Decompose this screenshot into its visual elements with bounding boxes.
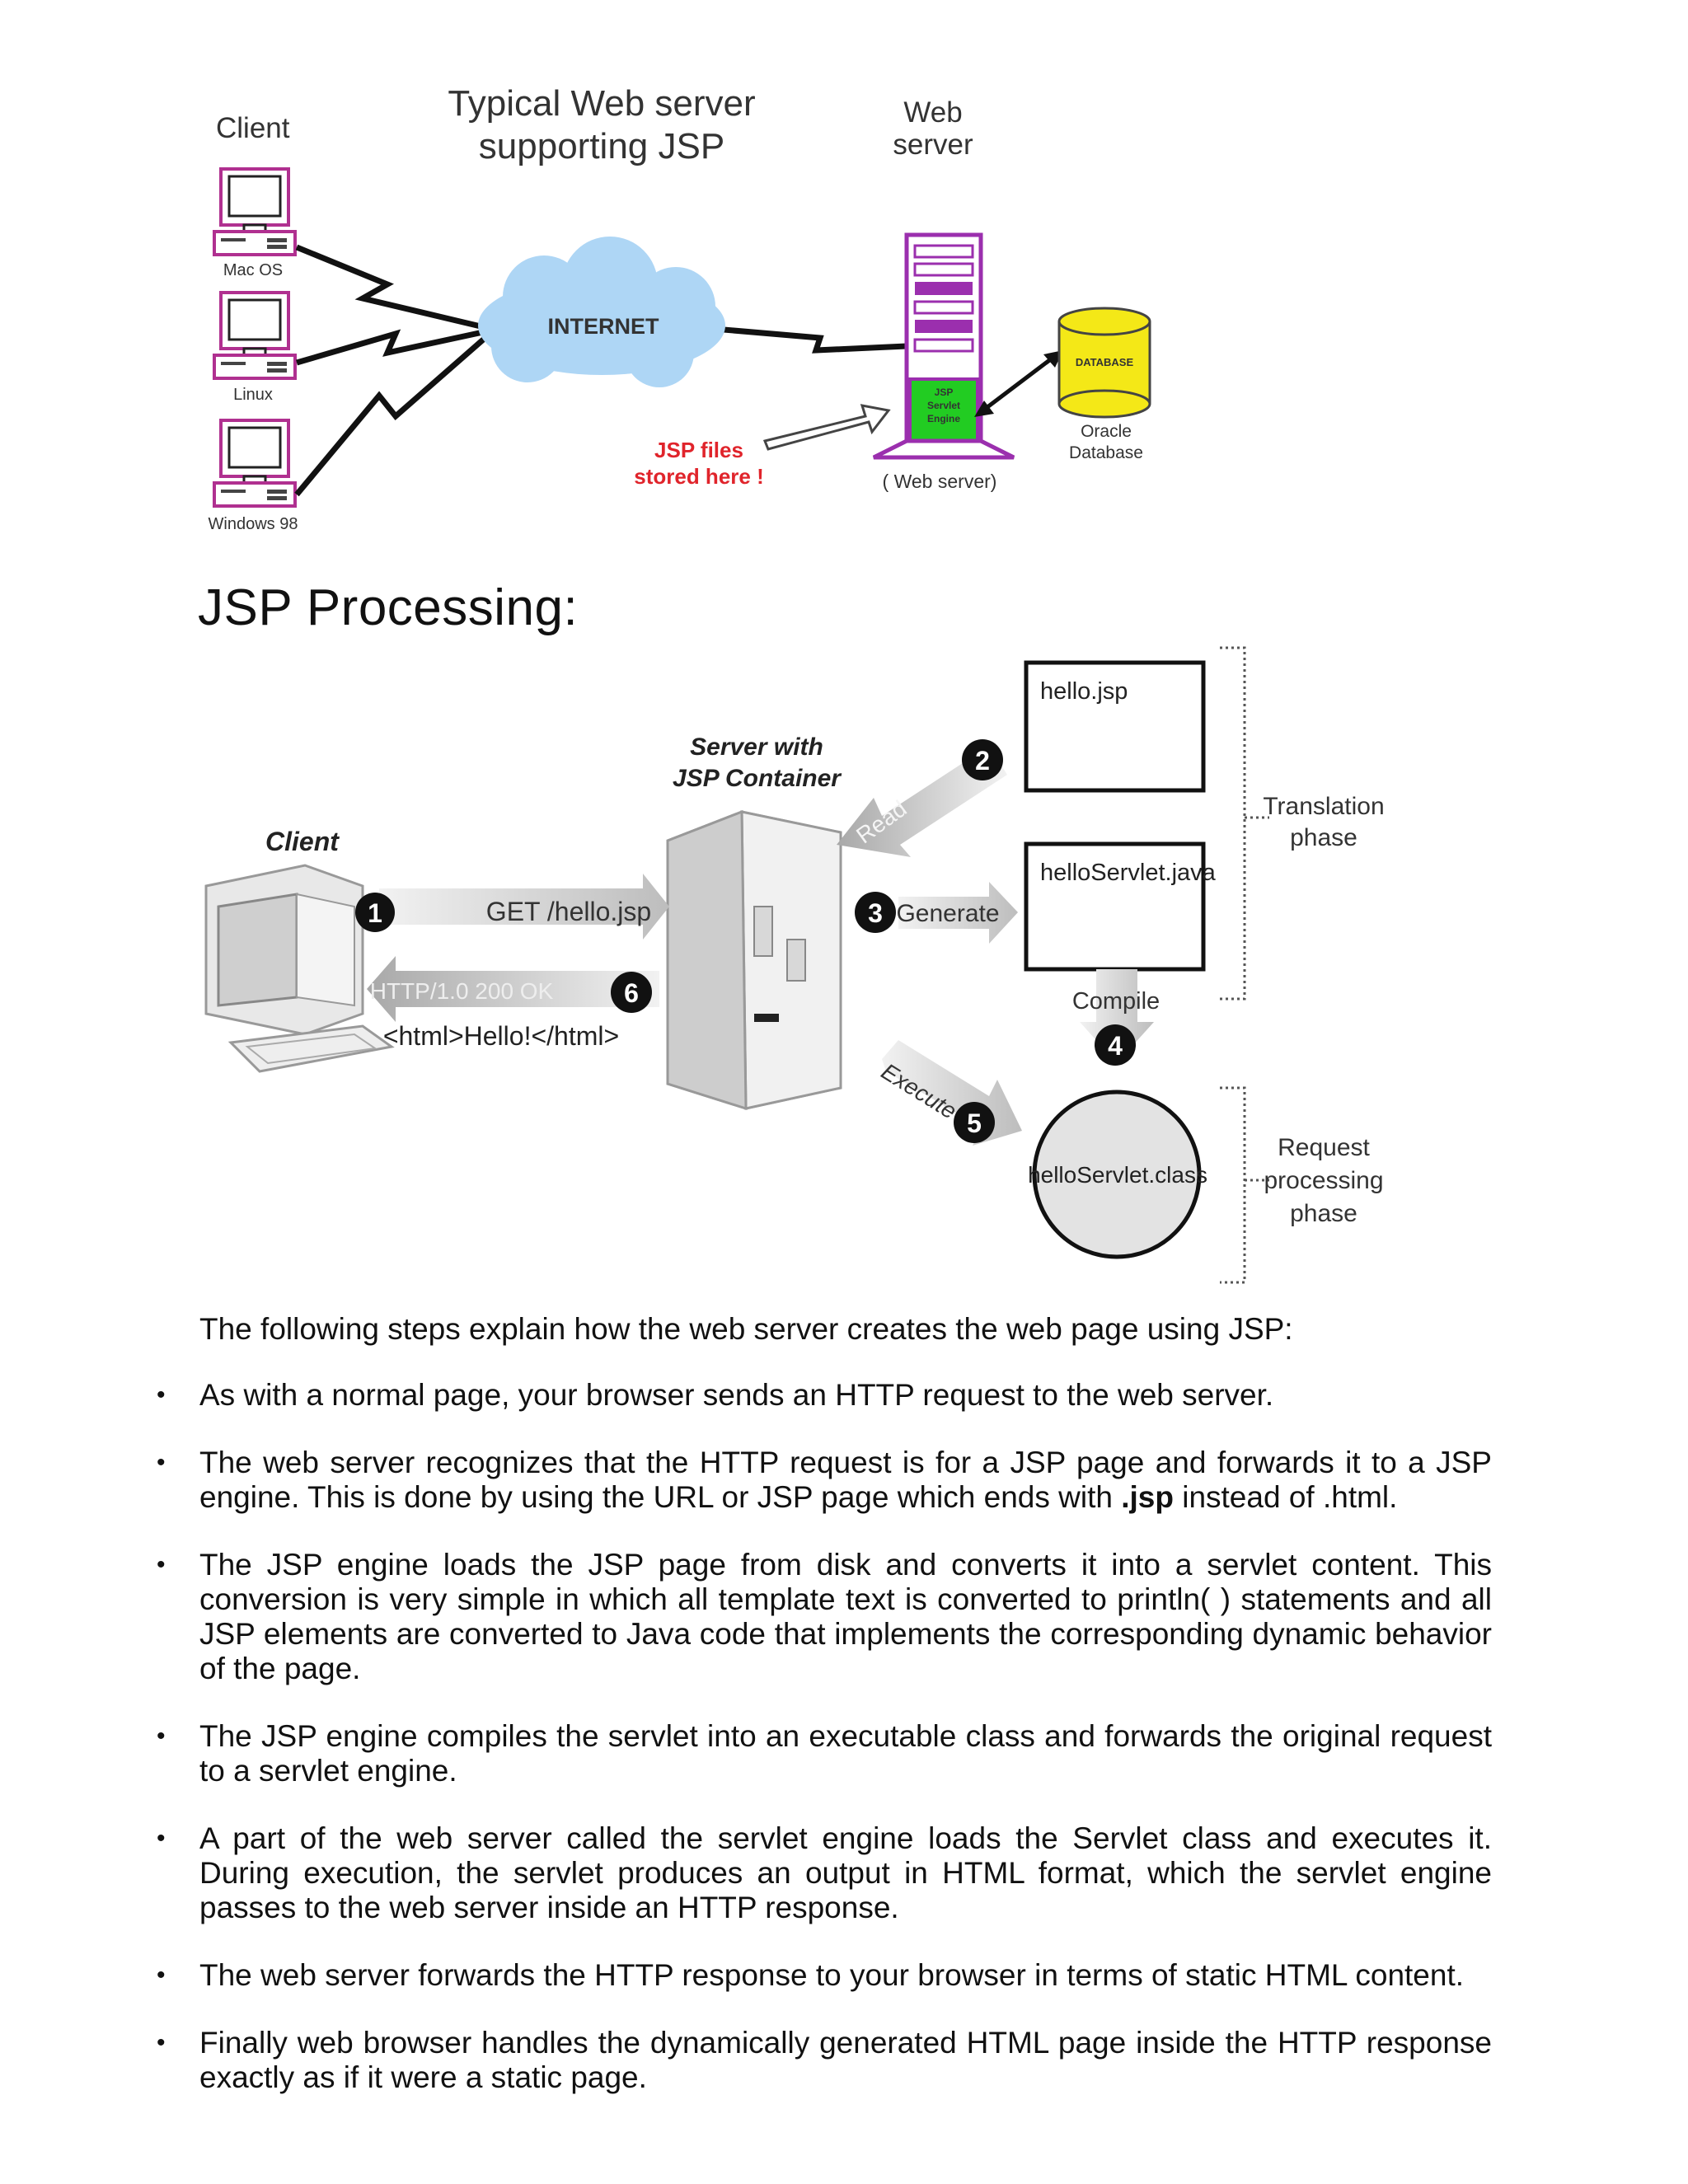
hello-jsp-box [1024,660,1206,793]
server-label-line2: JSP Container [673,765,842,792]
bullet: • [157,1381,166,1408]
bullet: • [157,1722,166,1750]
lightning-link-linux [296,326,495,366]
oracle-label-line1: Oracle [1081,422,1132,441]
list-item: • Finally web browser handles the dynami… [157,2026,1492,2095]
http-response-label: HTTP/1.0 200 OK [370,978,554,1004]
hello-servlet-java-label: helloServlet.java [1040,860,1217,886]
engine-label-line2: Servlet [927,400,960,411]
list-item: • The web server forwards the HTTP respo… [157,1958,1492,1993]
request-phase-bracket [1220,1086,1246,1284]
step-text-5: A part of the web server called the serv… [199,1821,1492,1924]
jsp-extension: .jsp [1121,1480,1174,1514]
database-arrowhead-down [974,401,994,417]
translation-phase-line2: phase [1290,824,1357,851]
compile-label: Compile [1072,988,1160,1015]
bullet: • [157,1961,166,1989]
step-number-4: 4 [1108,1031,1123,1061]
step-number-3: 3 [868,898,883,928]
hello-servlet-class-label: helloServlet.class [1028,1162,1207,1188]
step-badge-4 [1095,1024,1136,1066]
list-item: • A part of the web server called the se… [157,1821,1492,1925]
get-request-label: GET /hello.jsp [486,897,651,926]
web-server-heading-line1: Web [903,96,962,129]
step-number-1: 1 [368,898,382,928]
step-badge-6 [611,972,652,1013]
hello-servlet-class-circle [1032,1090,1202,1259]
section-heading: JSP Processing: [198,579,579,636]
client-heading: Client [216,112,290,144]
step-badge-1 [355,893,395,932]
internet-label: INTERNET [548,314,660,339]
step-text-3: The JSP engine loads the JSP page from d… [199,1548,1492,1685]
database-cylinder-icon [1057,307,1151,419]
translation-phase-line1: Translation [1263,793,1384,820]
web-server-caption: ( Web server) [883,471,997,492]
http-response-arrow [367,956,659,1022]
client-label: Client [265,827,340,856]
translation-phase-bracket [1220,646,1246,1001]
server-label-line1: Server with [690,733,823,761]
read-arrow [837,746,1007,857]
jsp-container-server-icon [666,809,842,1111]
mac-os-label: Mac OS [223,261,283,279]
step-number-5: 5 [967,1108,982,1138]
step-badge-3 [855,892,896,933]
bullet: • [157,2029,166,2056]
client-computer-icon [204,864,395,1073]
get-request-arrow [379,874,669,940]
web-server-heading-line2: server [893,129,973,161]
windows-98-label: Windows 98 [209,515,298,533]
jsp-processing-diagram: Client Server with JSP Container 1 GET /… [204,646,1385,1284]
request-phase-line3: phase [1290,1200,1357,1227]
list-item: • The JSP engine compiles the servlet in… [157,1719,1492,1788]
jsp-files-arrow [762,404,891,451]
step-number-6: 6 [624,978,639,1008]
bullet: • [157,1551,166,1578]
step-text-2a: The web server recognizes that the HTTP … [199,1446,1492,1514]
database-label: DATABASE [1076,356,1134,368]
lightning-link-mac [295,244,495,333]
list-item: • The JSP engine loads the JSP page from… [157,1548,1492,1686]
bullet: • [157,1825,166,1852]
diagram-title-line1: Typical Web server [448,83,755,124]
generate-arrow [898,882,1018,944]
list-item: • As with a normal page, your browser se… [157,1378,1492,1413]
web-server-tower-icon [872,232,1015,460]
database-link-arrow [979,354,1057,414]
step-text-1: As with a normal page, your browser send… [199,1378,1274,1412]
step-text-7: Finally web browser handles the dynamica… [199,2026,1492,2094]
oracle-label-line2: Database [1069,443,1143,462]
step-text-6: The web server forwards the HTTP respons… [199,1958,1465,1992]
intro-paragraph: The following steps explain how the web … [199,1312,1293,1346]
lightning-link-server [723,326,907,354]
web-server-diagram: Client Typical Web server supporting JSP… [209,83,1151,533]
hello-jsp-label: hello.jsp [1040,678,1128,705]
step-text-2b: instead of .html. [1173,1480,1398,1514]
step-number-2: 2 [975,746,990,776]
diagram-title-line2: supporting JSP [479,126,724,166]
generate-label: Generate [896,900,999,927]
bullet: • [157,1449,166,1476]
steps-list: • As with a normal page, your browser se… [157,1378,1492,2128]
step-badge-5 [954,1102,995,1143]
request-phase-line2: processing [1264,1167,1383,1194]
list-item: • The web server recognizes that the HTT… [157,1446,1492,1515]
engine-label-line1: JSP [935,387,954,398]
engine-label-line3: Engine [927,413,960,424]
jsp-files-label-line2: stored here ! [634,464,764,489]
linux-label: Linux [233,386,273,404]
step-badge-2 [962,739,1003,780]
request-phase-line1: Request [1278,1134,1370,1161]
html-hello-label: <html>Hello!</html> [383,1021,619,1051]
lightning-link-windows [294,327,497,497]
internet-cloud-icon [478,237,725,387]
jsp-files-label-line1: JSP files [654,438,743,462]
step-text-4: The JSP engine compiles the servlet into… [199,1719,1492,1788]
